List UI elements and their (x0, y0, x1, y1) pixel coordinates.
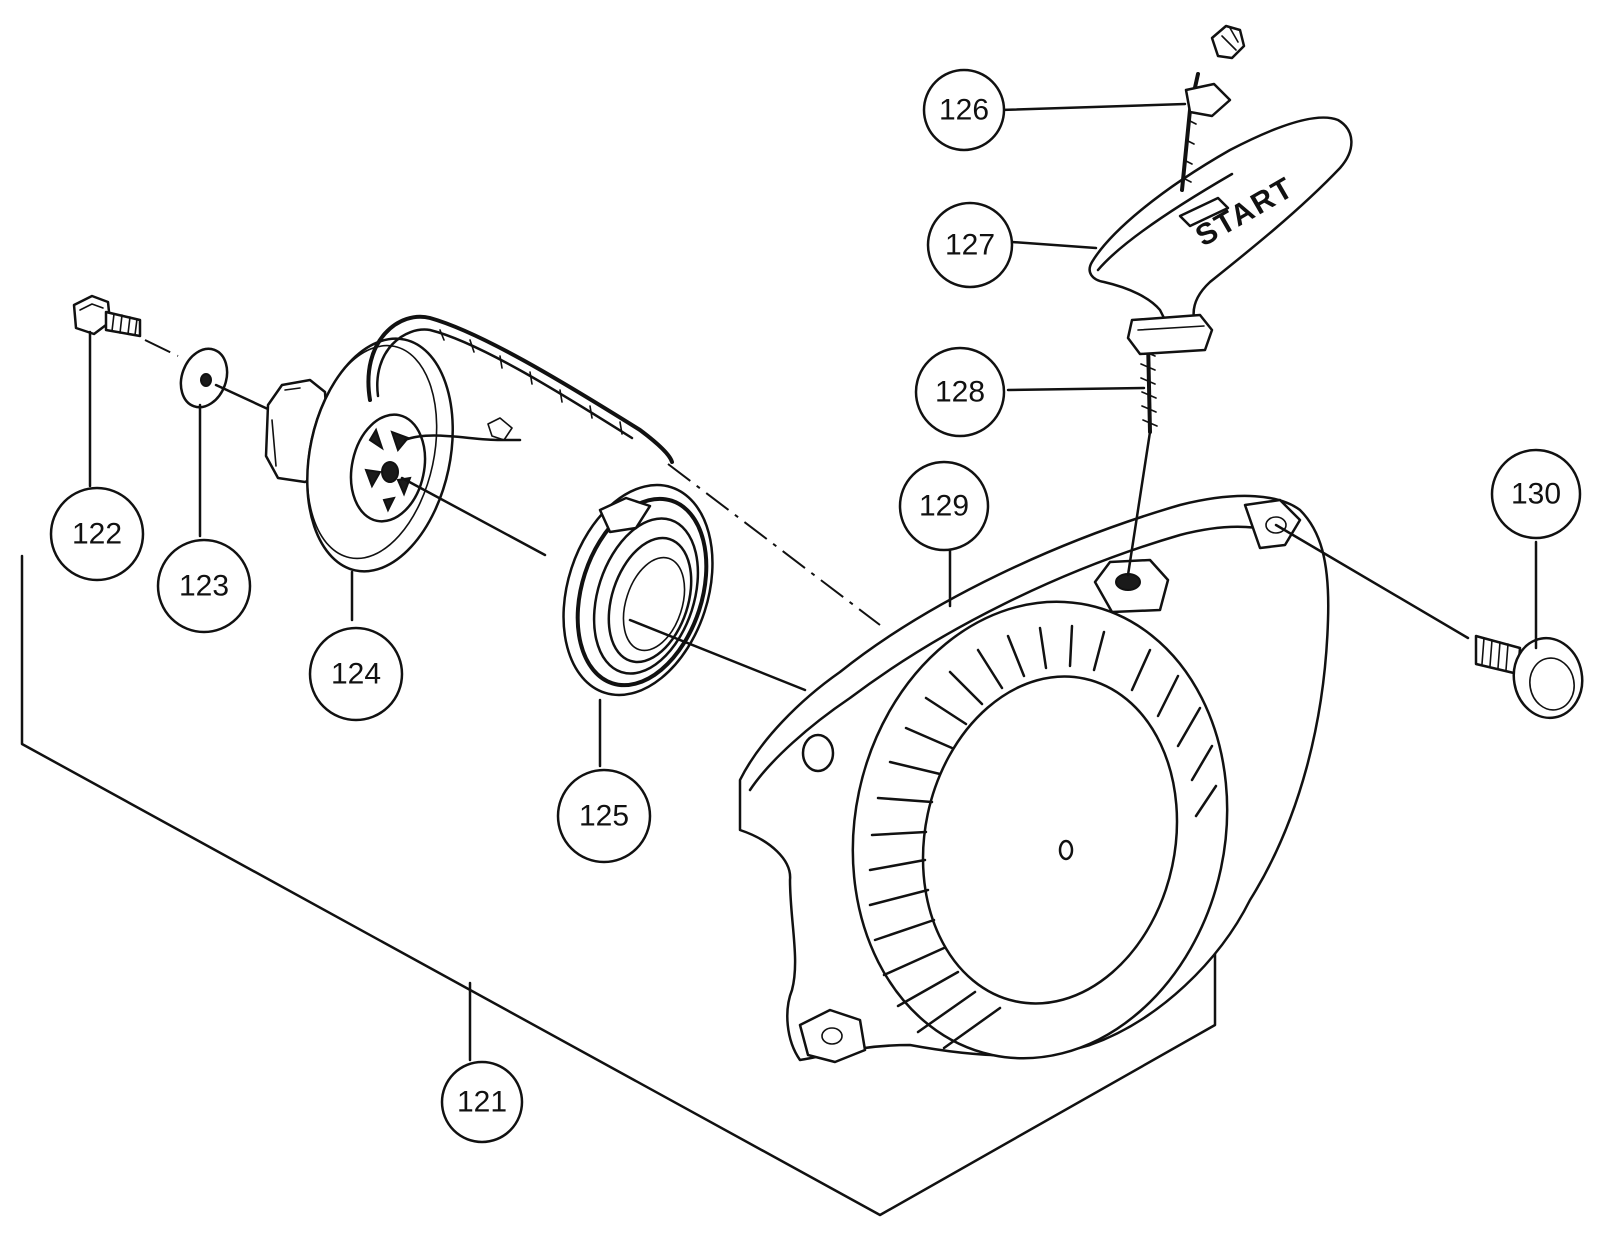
callout-129: 129 (898, 460, 990, 552)
callout-label-130: 130 (1511, 478, 1561, 511)
handle-part-127: START (1088, 116, 1353, 356)
callout-label-128: 128 (935, 376, 985, 409)
starter-housing-part-129 (738, 494, 1470, 1064)
callout-124: 124 (308, 626, 404, 722)
washer-part-123 (179, 347, 272, 412)
callout-127: 127 (926, 201, 1014, 289)
callout-128: 128 (914, 346, 1006, 438)
callout-126: 126 (922, 68, 1006, 152)
callout-label-127: 127 (945, 229, 995, 262)
pulley-part-124 (264, 314, 881, 626)
callout-130: 130 (1490, 448, 1582, 540)
cord-guide-part-126 (1180, 24, 1246, 192)
screw-part-130 (1474, 634, 1584, 720)
callout-125: 125 (556, 768, 652, 864)
axis-line-124-125 (400, 476, 547, 557)
callout-122: 122 (49, 486, 145, 582)
callout-121: 121 (440, 1060, 524, 1144)
spring-part-125 (562, 483, 807, 697)
callout-123: 123 (156, 538, 252, 634)
assembly-bracket-121 (20, 554, 1217, 1217)
bolt-part-122 (72, 294, 179, 357)
callout-label-122: 122 (72, 518, 122, 551)
callout-label-124: 124 (331, 658, 381, 691)
callout-label-126: 126 (939, 94, 989, 127)
callout-label-129: 129 (919, 490, 969, 523)
callout-label-121: 121 (457, 1086, 507, 1119)
callout-label-125: 125 (579, 800, 629, 833)
housing-fins (868, 624, 1218, 1050)
leader-lines (88, 102, 1538, 768)
callout-label-123: 123 (179, 570, 229, 603)
